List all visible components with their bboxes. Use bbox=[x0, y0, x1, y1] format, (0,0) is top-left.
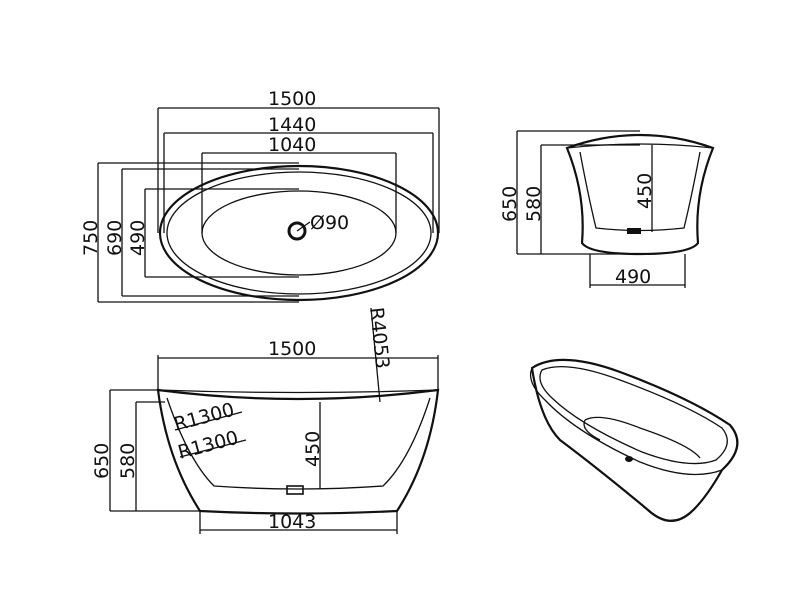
perspective-outer-body bbox=[530, 358, 739, 522]
top-view: Ø90 1500 1440 1040 750 690 490 bbox=[80, 88, 440, 303]
end-base-width-label: 490 bbox=[615, 266, 651, 288]
top-inner-length-label: 1040 bbox=[268, 134, 316, 156]
side-view-drain bbox=[286, 485, 304, 495]
end-overall-height-label: 650 bbox=[499, 186, 521, 222]
end-inner-depth-label: 450 bbox=[634, 173, 656, 209]
top-view-outer-rim bbox=[158, 164, 440, 302]
side-base-length-label: 1043 bbox=[268, 511, 316, 533]
side-overall-length-label: 1500 bbox=[268, 338, 316, 360]
top-overall-length-label: 1500 bbox=[268, 88, 316, 110]
side-view-outer-shell bbox=[156, 388, 440, 515]
perspective-view bbox=[529, 358, 739, 522]
side-view: 1500 R4053 R1300 R1300 650 580 450 1043 bbox=[91, 306, 440, 534]
end-rim-height-label: 580 bbox=[523, 186, 545, 222]
perspective-rim-inner bbox=[539, 366, 728, 465]
drain-icon bbox=[287, 221, 307, 241]
perspective-rim-outer bbox=[529, 359, 738, 476]
perspective-drain bbox=[625, 456, 633, 462]
top-outer-length-label: 1440 bbox=[268, 114, 316, 136]
top-view-rim-inner-edge bbox=[166, 171, 432, 295]
drain-diameter-label: Ø90 bbox=[310, 212, 349, 234]
side-inner-depth-label: 450 bbox=[302, 431, 324, 467]
perspective-basin-floor bbox=[584, 416, 701, 459]
top-overall-width-label: 750 bbox=[80, 220, 102, 256]
side-view-inner-wall bbox=[166, 397, 431, 490]
side-overall-height-label: 650 bbox=[91, 443, 113, 479]
side-rim-height-label: 580 bbox=[117, 443, 139, 479]
end-view-outer-shell bbox=[565, 133, 715, 256]
side-rim-radius-label: R4053 bbox=[365, 306, 393, 370]
top-outer-width-label: 690 bbox=[104, 220, 126, 256]
top-view-basin bbox=[201, 190, 397, 276]
end-view-drain bbox=[627, 228, 641, 234]
end-view: 650 580 450 490 bbox=[499, 130, 715, 288]
top-inner-width-label: 490 bbox=[127, 220, 149, 256]
